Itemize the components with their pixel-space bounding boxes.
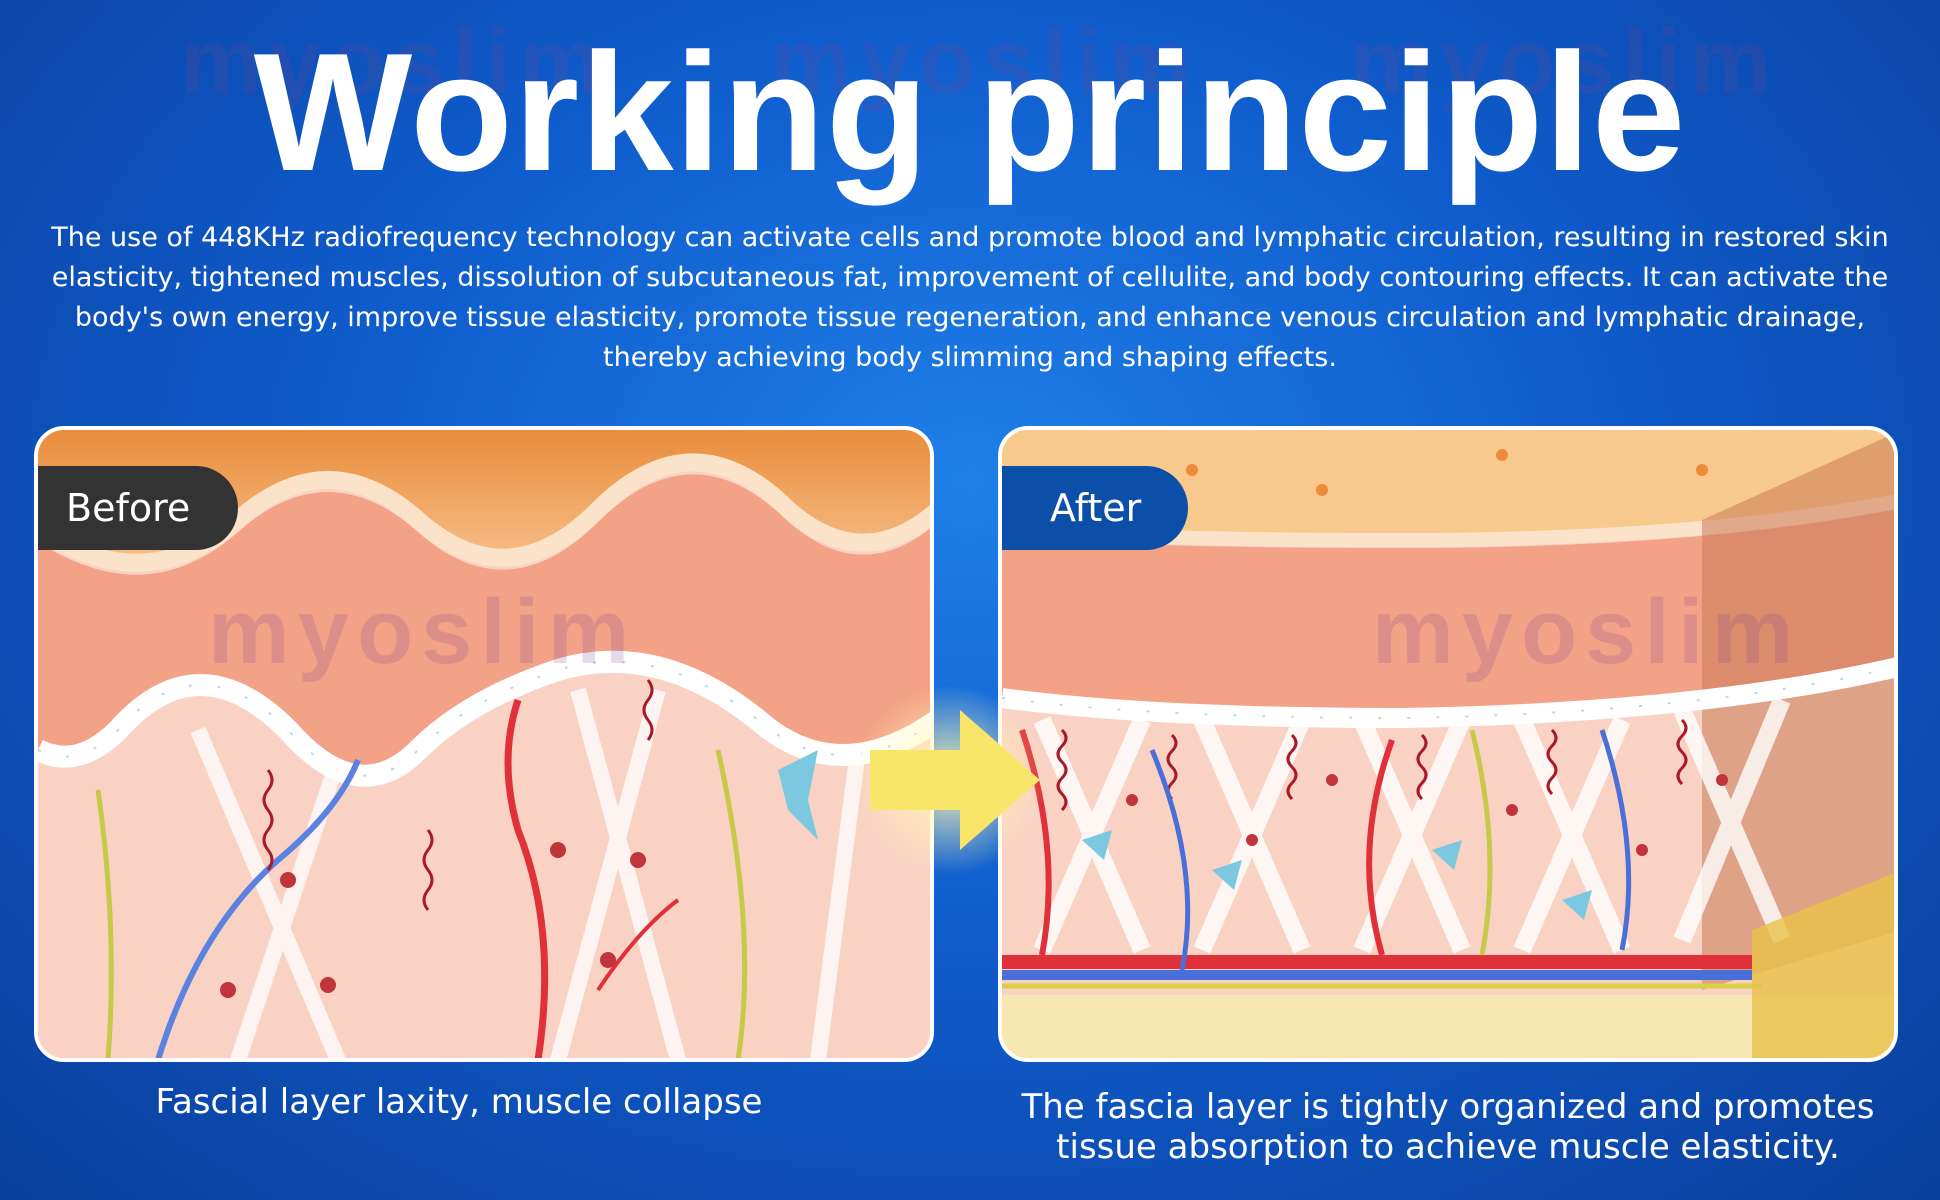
- after-illustration-panel: After myoslim: [998, 426, 1898, 1062]
- after-caption: The fascia layer is tightly organized an…: [1021, 1087, 1875, 1167]
- arrow-right-icon: [855, 685, 1045, 875]
- after-badge: After: [1002, 466, 1188, 550]
- page-title: Working principle: [253, 18, 1687, 206]
- before-tissue-illustration: [38, 430, 930, 1058]
- before-badge: Before: [38, 466, 238, 550]
- before-caption: Fascial layer laxity, muscle collapse: [155, 1082, 763, 1122]
- description-text: The use of 448KHz radiofrequency technol…: [51, 222, 1889, 373]
- before-illustration-panel: Before myoslim: [34, 426, 934, 1062]
- after-tissue-illustration: [1002, 430, 1894, 1058]
